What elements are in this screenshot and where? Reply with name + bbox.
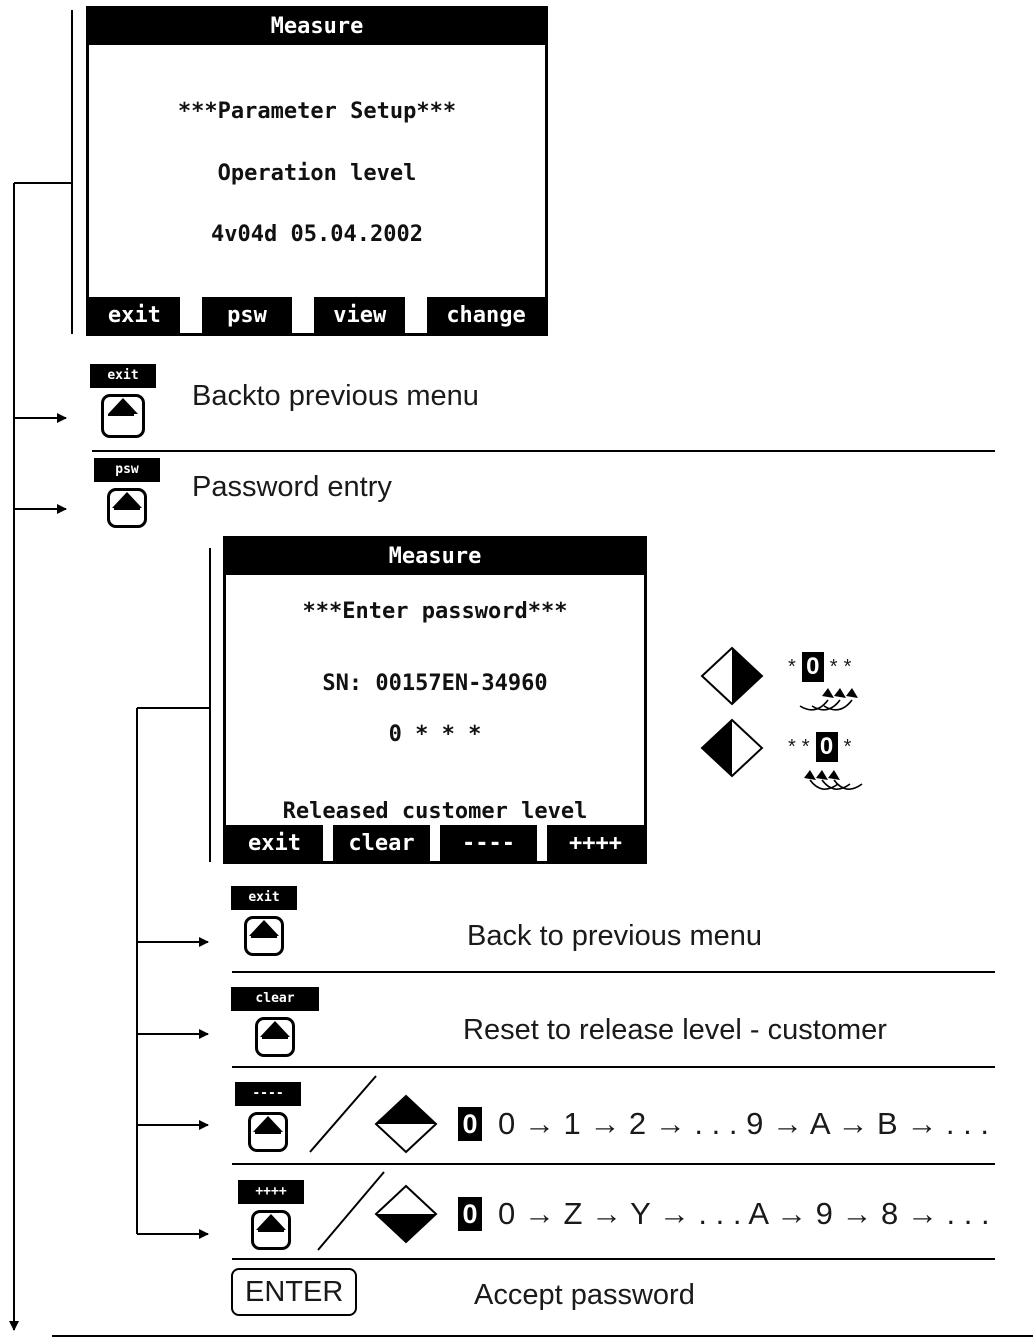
softkey-increment[interactable]: ++++ xyxy=(547,825,644,861)
reset-release-level-text: Reset to release level - customer xyxy=(463,1014,887,1046)
softkey-change[interactable]: change xyxy=(427,297,546,333)
softkey-exit[interactable]: exit xyxy=(226,825,323,861)
clear-key[interactable]: clear xyxy=(231,987,319,1057)
version-text: 4v04d 05.04.2002 xyxy=(211,222,423,247)
increment-key-label: ++++ xyxy=(238,1180,304,1204)
psw-key[interactable]: psw xyxy=(94,458,160,528)
up-arrow-icon xyxy=(107,488,147,528)
psw-back-to-previous-menu-text: Back to previous menu xyxy=(467,920,762,952)
softkey-bar: exit psw view change xyxy=(89,297,546,333)
screen-heading: ***Parameter Setup*** xyxy=(177,99,457,124)
exit-key-label: exit xyxy=(90,364,156,388)
up-arrow-icon xyxy=(255,1017,295,1057)
cursor-example-left: * * 0 * xyxy=(788,732,852,762)
softkey-psw[interactable]: psw xyxy=(201,297,293,333)
softkey-exit[interactable]: exit xyxy=(89,297,180,333)
screen-title: Measure xyxy=(89,9,545,45)
cursor-digit-icon: 0 xyxy=(458,1197,482,1231)
cursor-example-right: * 0 * * xyxy=(788,652,852,682)
psw-exit-key-label: exit xyxy=(231,886,297,910)
softkey-view[interactable]: view xyxy=(314,297,406,333)
softkey-decrement[interactable]: ---- xyxy=(440,825,537,861)
password-entry-text: Password entry xyxy=(192,471,392,503)
increment-sequence-text: 0 → 1 → 2 → . . . 9 → A → B → . . . xyxy=(498,1106,989,1141)
decrement-sequence: 0 0 → Z → Y → . . . A → 9 → 8 → . . . xyxy=(458,1196,990,1232)
softkey-bar: exit clear ---- ++++ xyxy=(226,825,644,861)
back-to-previous-menu-text: Backto previous menu xyxy=(192,380,479,412)
password-mask-text: 0 * * * xyxy=(388,722,482,747)
decrement-key[interactable]: ---- xyxy=(235,1082,301,1152)
psw-key-label: psw xyxy=(94,458,160,482)
up-arrow-icon xyxy=(251,1210,291,1250)
released-level-text: Released customer level xyxy=(282,799,588,824)
down-diamond-icon xyxy=(700,646,764,706)
clear-key-label: clear xyxy=(231,987,319,1011)
accept-password-text: Accept password xyxy=(474,1279,695,1311)
increment-sequence: 0 0 → 1 → 2 → . . . 9 → A → B → . . . xyxy=(458,1106,989,1142)
enter-password-heading: ***Enter password*** xyxy=(302,599,568,624)
up-arrow-icon xyxy=(101,394,145,438)
up-arrow-icon xyxy=(248,1112,288,1152)
screen-title: Measure xyxy=(226,539,644,575)
serial-number-text: SN: 00157EN-34960 xyxy=(322,671,548,696)
enter-password-screen: Measure ***Enter password*** SN: 00157EN… xyxy=(223,536,647,864)
parameter-setup-screen: Measure ***Parameter Setup*** Operation … xyxy=(86,6,548,336)
enter-key[interactable]: ENTER xyxy=(231,1268,358,1316)
operation-level-text: Operation level xyxy=(217,161,417,186)
decrement-sequence-text: 0 → Z → Y → . . . A → 9 → 8 → . . . xyxy=(498,1196,990,1231)
softkey-clear[interactable]: clear xyxy=(333,825,430,861)
up-arrow-icon xyxy=(244,916,284,956)
cursor-digit-icon: 0 xyxy=(458,1107,482,1141)
decrement-key-label: ---- xyxy=(235,1082,301,1106)
psw-exit-key[interactable]: exit xyxy=(231,886,297,956)
increment-key[interactable]: ++++ xyxy=(238,1180,304,1250)
exit-key[interactable]: exit xyxy=(90,364,156,438)
